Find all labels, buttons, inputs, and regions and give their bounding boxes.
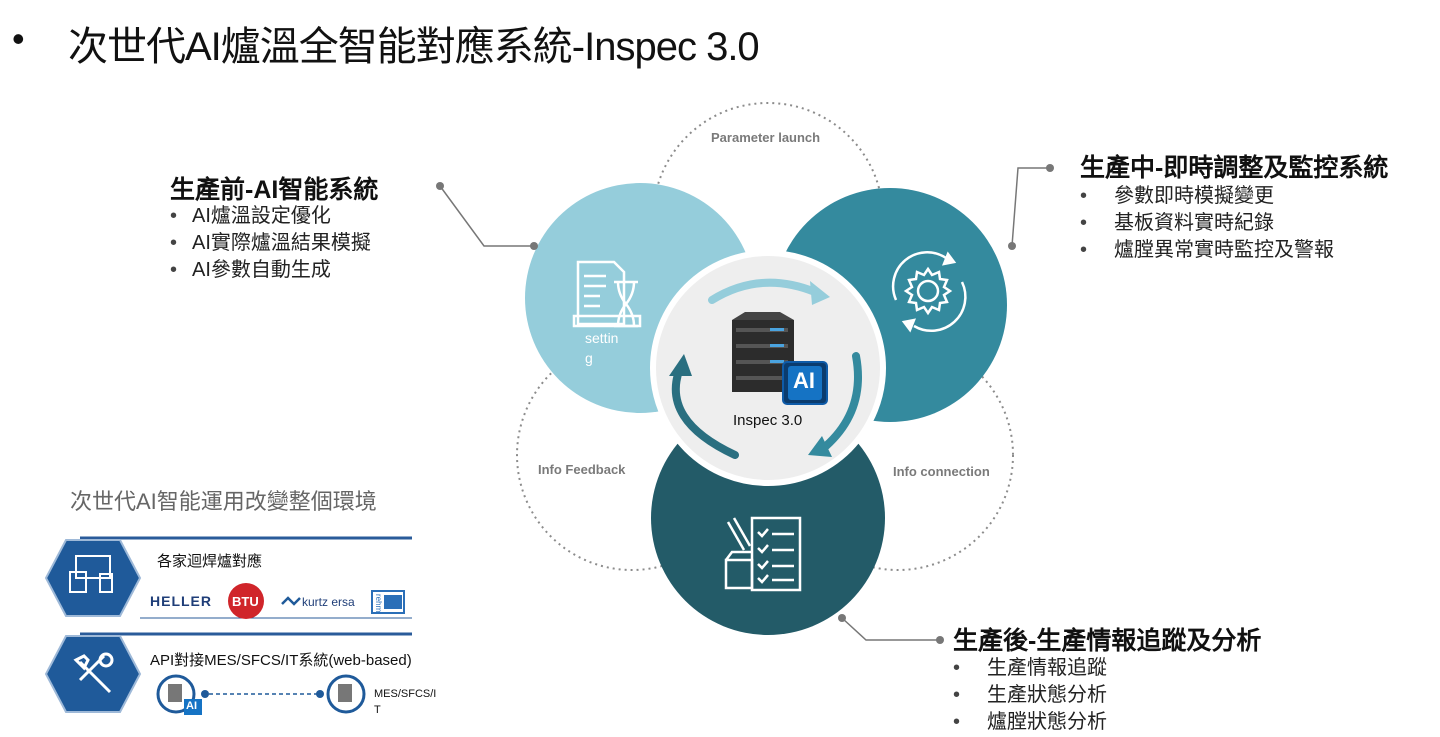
- kurtz-ersa-logo-mark: [281, 596, 301, 606]
- rehm-logo: [371, 590, 405, 614]
- page-title: 次世代AI爐溫全智能對應系統-Inspec 3.0: [68, 25, 760, 69]
- label-parameter-launch: Parameter launch: [711, 130, 821, 145]
- connector-post: [841, 617, 940, 641]
- arrow-top-head: [810, 281, 830, 305]
- list-item: •生產情報追蹤: [953, 657, 1107, 679]
- pre-production-header: 生產前-AI智能系統: [170, 176, 379, 204]
- tools-icon: [73, 652, 114, 694]
- connector-pre-dot-a: [436, 182, 444, 190]
- ai-badge-text: AI: [793, 368, 815, 393]
- arrow-top: [708, 278, 819, 304]
- connector-mid-dot-a: [1046, 164, 1054, 172]
- label-setting-line2: g: [585, 350, 593, 366]
- list-item: •AI爐溫設定優化: [170, 205, 331, 227]
- setting-document-icon: [572, 260, 642, 328]
- api-link-dot-left: [201, 690, 209, 698]
- heller-logo: HELLER: [150, 593, 212, 609]
- connector-post-dot-b: [936, 636, 944, 644]
- arrow-left: [671, 364, 739, 459]
- connector-mid-dot-b: [1008, 242, 1016, 250]
- post-production-list: •生產情報追蹤 •生產狀態分析 •爐膛狀態分析: [953, 655, 1107, 736]
- arrow-left-head: [669, 354, 692, 376]
- connector-pre-dot-b: [530, 242, 538, 250]
- kurtz-ersa-logo: kurtz ersa: [302, 595, 355, 609]
- list-item: •基板資料實時紀錄: [1080, 212, 1274, 234]
- label-setting-line1: settin: [585, 330, 619, 346]
- mes-node-label-line2: T: [374, 704, 381, 716]
- label-info-connection: Info connection: [893, 464, 990, 479]
- list-item: •AI實際爐溫結果模擬: [170, 232, 371, 254]
- btu-logo-text: BTU: [232, 594, 259, 609]
- btu-logo: [228, 583, 264, 619]
- arrow-right: [822, 352, 862, 450]
- gear-cycle-icon: [891, 251, 967, 333]
- list-item: •參數即時模擬變更: [1080, 185, 1274, 207]
- rehm-logo-text: rehm: [374, 594, 383, 613]
- api-ai-badge-box: [184, 699, 202, 715]
- mes-node-label-line1: MES/SFCS/I: [374, 688, 437, 700]
- api-mes-label: API對接MES/SFCS/IT系統(web-based): [150, 652, 412, 669]
- connector-pre: [439, 185, 534, 247]
- list-item: •AI參數自動生成: [170, 259, 331, 281]
- connector-mid: [1011, 167, 1050, 247]
- connector-post-dot-a: [838, 614, 846, 622]
- environment-title: 次世代AI智能運用改變整個環境: [70, 489, 377, 514]
- ai-chip-icon: [782, 361, 828, 405]
- in-production-list: •參數即時模擬變更 •基板資料實時紀錄 •爐膛異常實時監控及警報: [1080, 183, 1334, 264]
- api-link-dot-right: [316, 690, 324, 698]
- api-node-left-server: [168, 684, 182, 702]
- post-production-header: 生產後-生產情報追蹤及分析: [953, 627, 1262, 655]
- list-item: •爐膛狀態分析: [953, 711, 1107, 733]
- label-info-feedback: Info Feedback: [538, 462, 626, 477]
- list-item: •爐膛異常實時監控及警報: [1080, 239, 1334, 261]
- reflow-oven-label: 各家迴焊爐對應: [157, 553, 263, 570]
- api-node-right-server: [338, 684, 352, 702]
- server-icon: [732, 312, 794, 392]
- checklist-icon: [724, 516, 802, 592]
- list-item: •生產狀態分析: [953, 684, 1107, 706]
- in-production-header: 生產中-即時調整及監控系統: [1080, 154, 1389, 182]
- arrow-right-head: [808, 436, 832, 457]
- devices-icon: [69, 555, 113, 593]
- api-ai-badge-text: AI: [186, 700, 197, 712]
- title-bullet: •: [12, 18, 25, 59]
- label-center-inspec: Inspec 3.0: [733, 412, 803, 429]
- pre-production-list: •AI爐溫設定優化 •AI實際爐溫結果模擬 •AI參數自動生成: [170, 203, 371, 284]
